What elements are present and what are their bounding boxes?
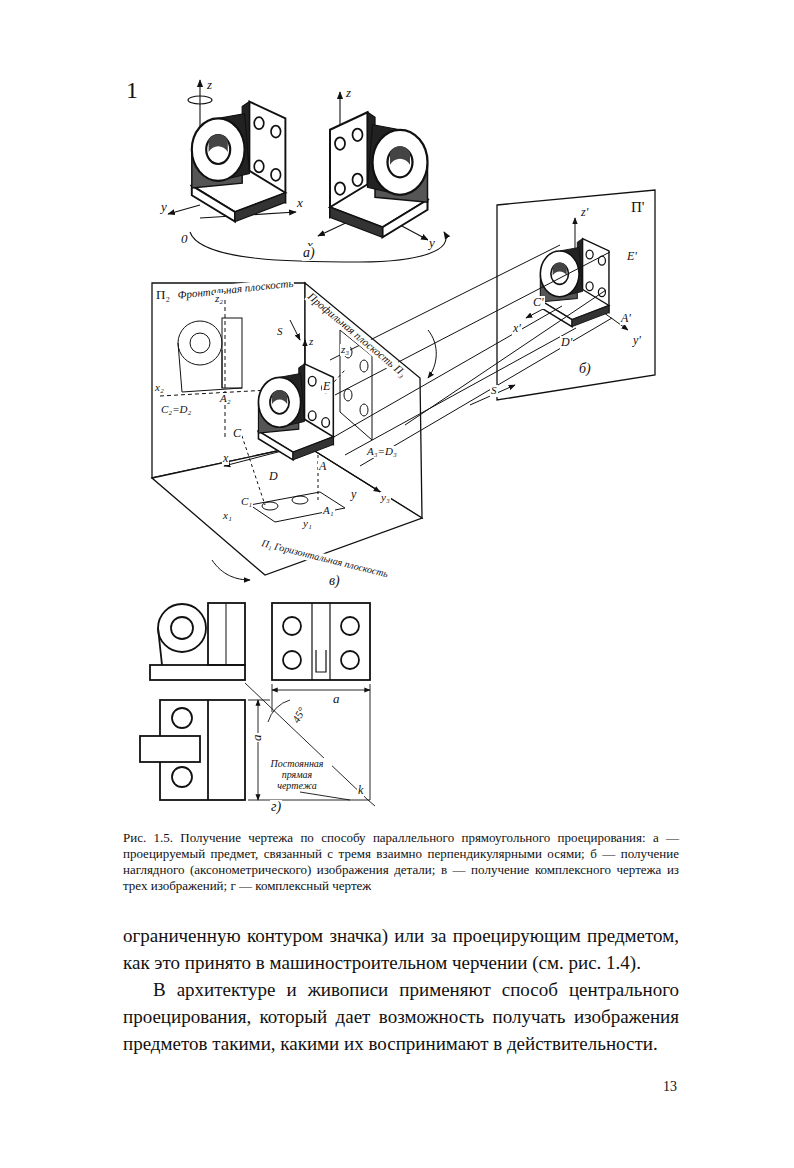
page-number: 13 xyxy=(662,1080,678,1095)
drawing-label: D' xyxy=(560,336,573,349)
drawing-label: а) xyxy=(302,246,316,261)
drawing-label: a xyxy=(332,692,341,706)
body-text: В архитектуре и живописи применяют спосо… xyxy=(123,976,679,1057)
drawing-label: A₁ xyxy=(322,505,335,517)
drawing-label: x' xyxy=(512,322,522,335)
drawing-label: z₂ xyxy=(214,293,224,305)
drawing-label: z₃ xyxy=(340,344,350,356)
drawing-label: x xyxy=(296,196,304,210)
drawing-label: C xyxy=(232,427,242,440)
drawing-label: A' xyxy=(620,312,632,325)
drawing-label: A xyxy=(318,460,327,473)
drawing-label: E xyxy=(322,380,331,393)
drawing-label: z xyxy=(206,78,213,92)
drawing-label: E' xyxy=(626,250,638,263)
drawing-label: A₃=D₃ xyxy=(366,446,398,458)
drawing-label: 1 xyxy=(125,78,139,103)
drawing-label: 45° xyxy=(290,705,309,726)
drawing-label: в) xyxy=(328,574,341,589)
drawing-label: y₃ xyxy=(380,492,391,504)
drawing-label: C₂=D₂ xyxy=(160,404,192,416)
drawing-label: y' xyxy=(632,334,642,347)
body-text: ограниченную контуром значка) или за про… xyxy=(123,922,679,976)
drawing-label: П' xyxy=(630,200,646,216)
drawing-label: a xyxy=(250,734,264,743)
drawing-label: z xyxy=(345,86,352,100)
drawing-label: D xyxy=(268,470,279,483)
drawing-label: П₂ xyxy=(155,288,171,302)
drawing-label: z' xyxy=(580,206,589,219)
drawing-label: y xyxy=(350,488,357,501)
figure-caption: Рис. 1.5. Получение чертежа по способу п… xyxy=(123,830,679,894)
drawing-label: б) xyxy=(578,362,592,377)
drawing-label: x₁ xyxy=(222,510,233,522)
drawing-label: z xyxy=(308,336,314,348)
drawing-label: y xyxy=(428,236,436,250)
drawing-label: y xyxy=(160,200,168,214)
drawing-label: A₂ xyxy=(219,393,232,405)
drawing-label: 0 xyxy=(180,232,189,246)
drawing-label: y₁ xyxy=(302,518,313,530)
drawing-label: S xyxy=(276,326,284,338)
drawing-label: k xyxy=(357,784,364,797)
drawing-label: Постоянная прямая чертежа xyxy=(262,758,332,791)
drawing-label: x₂ xyxy=(154,382,165,394)
drawing-label: г) xyxy=(270,800,282,815)
drawing-label: S xyxy=(490,385,498,397)
drawing-label: C' xyxy=(532,296,545,309)
drawing-label: x xyxy=(222,452,229,465)
drawing-label: C₁ xyxy=(240,496,253,508)
